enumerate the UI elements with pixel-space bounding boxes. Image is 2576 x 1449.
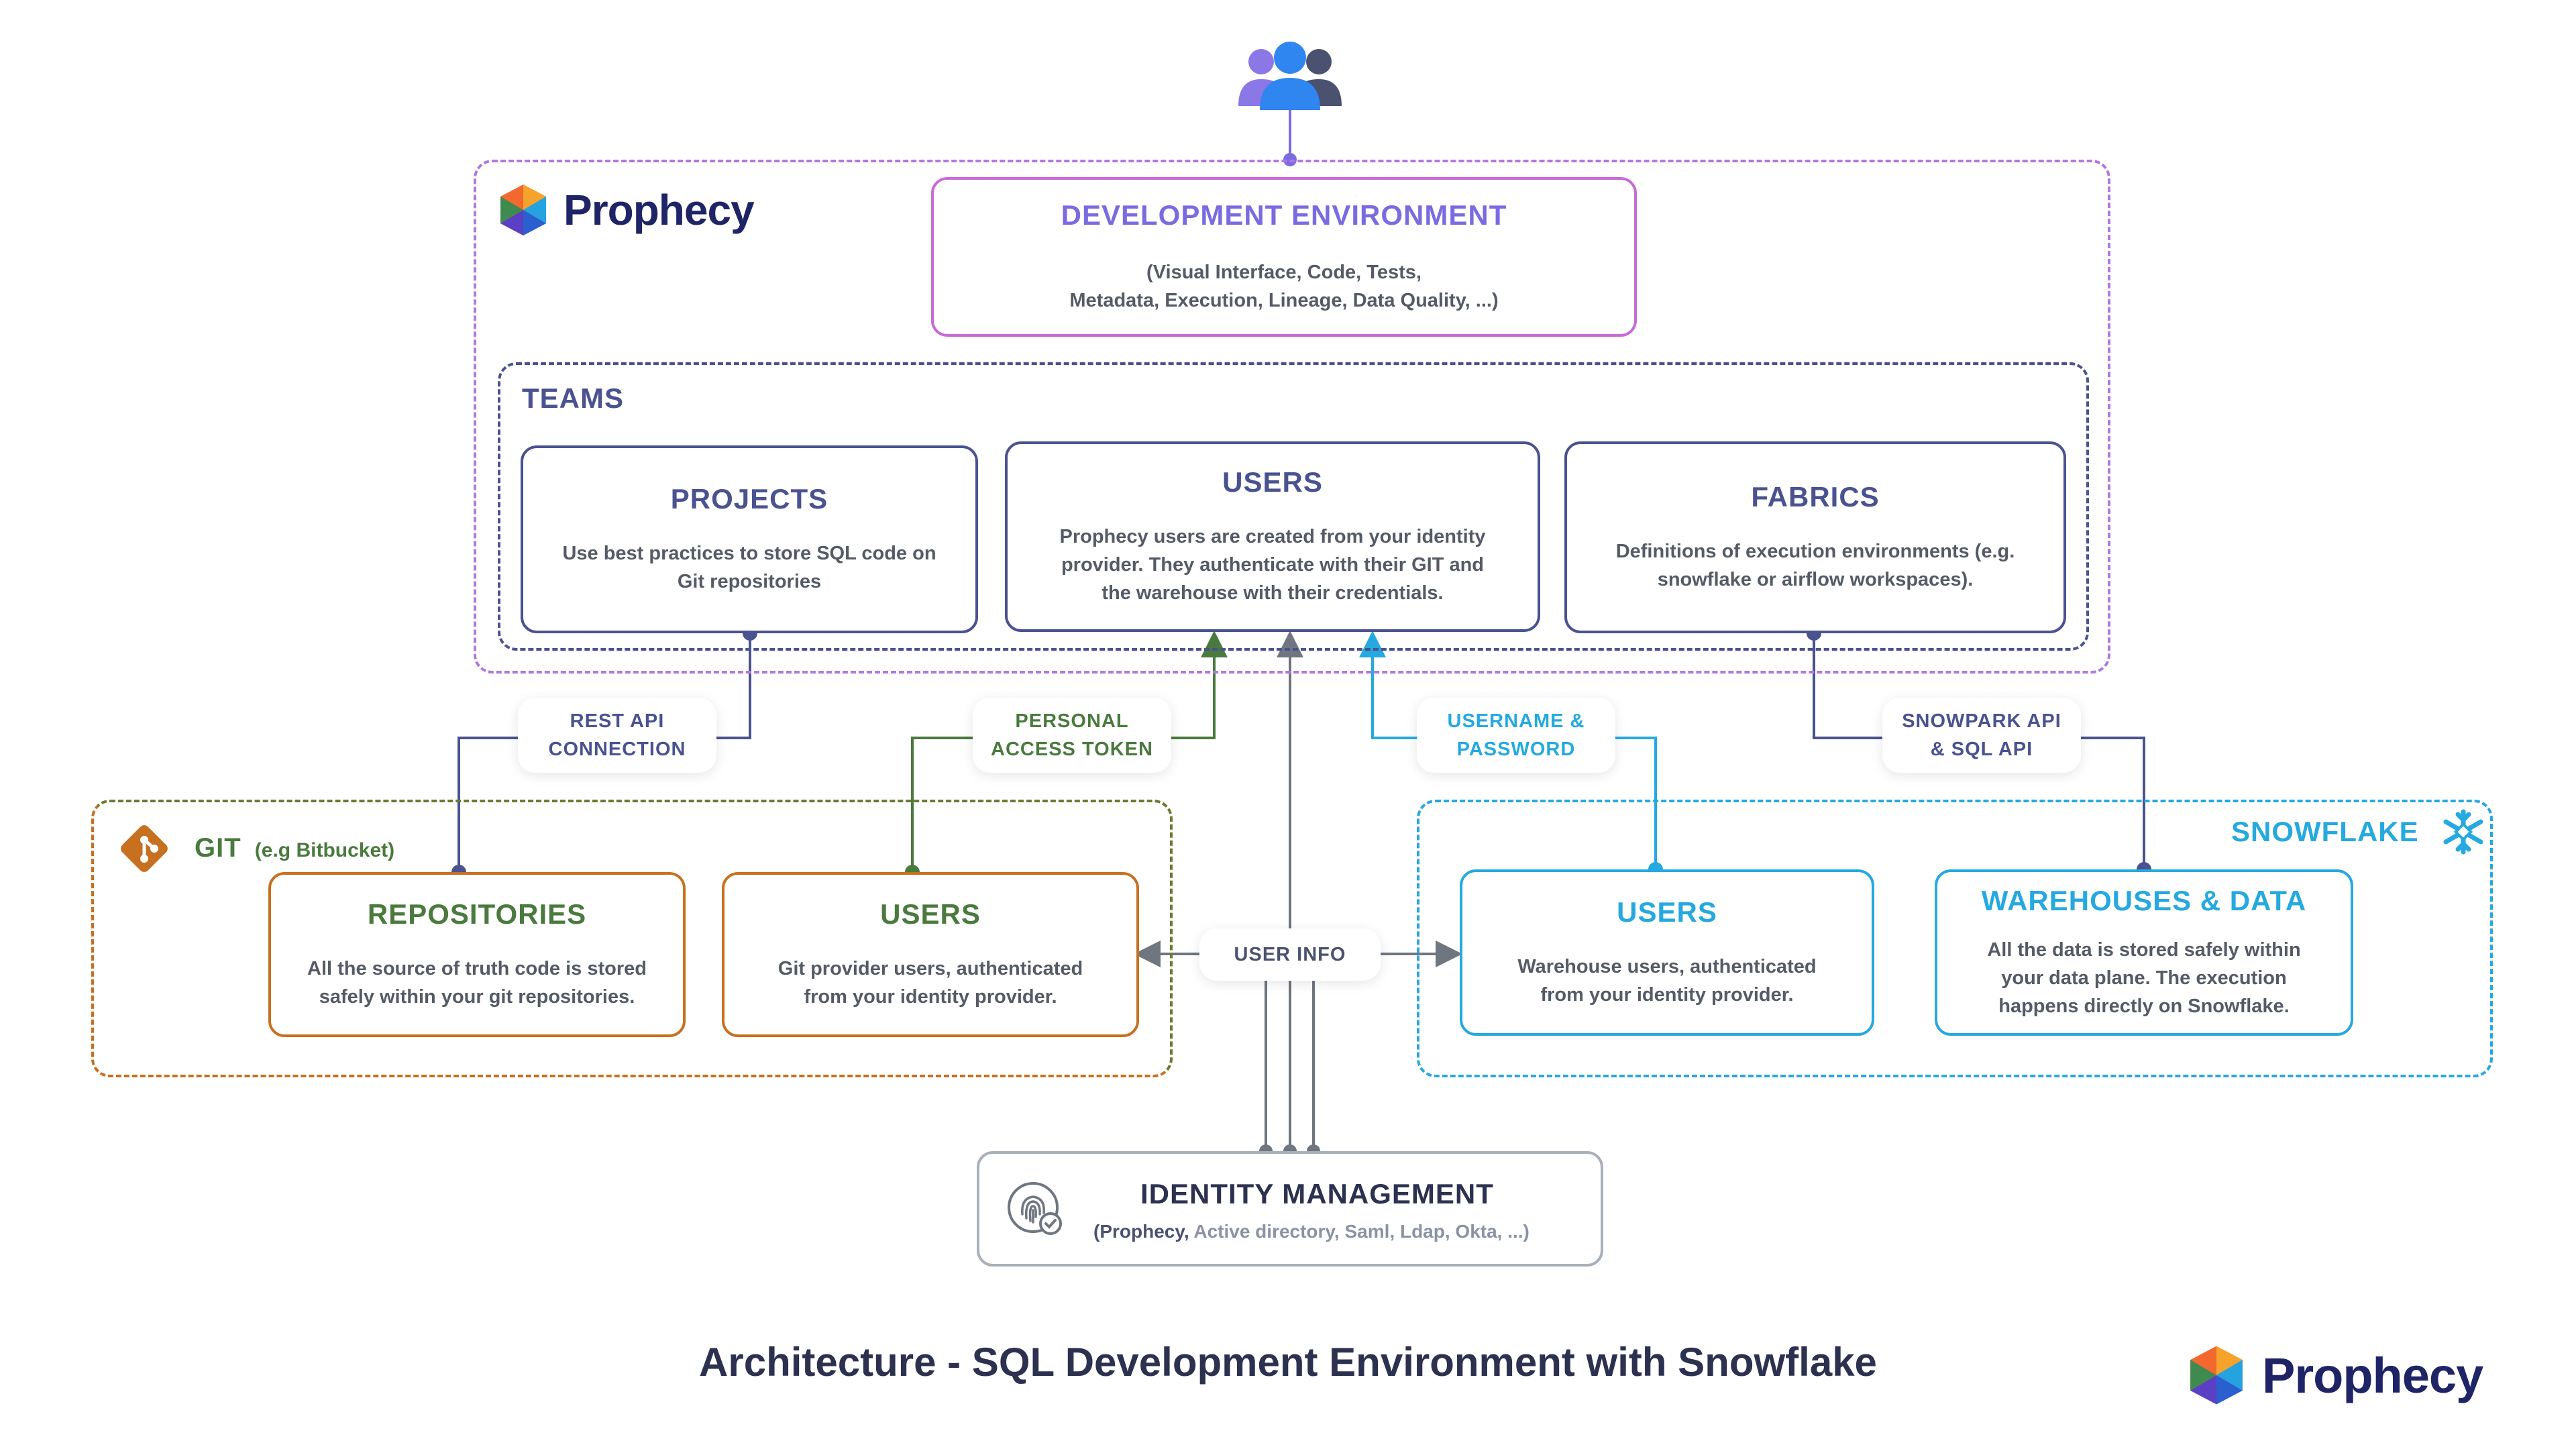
snowflake-users-card: USERS Warehouse users, authenticated fro… <box>1460 869 1874 1036</box>
projects-card: PROJECTS Use best practices to store SQL… <box>521 445 978 633</box>
repositories-card: REPOSITORIES All the source of truth cod… <box>268 872 686 1037</box>
warehouses-line3: happens directly on Snowflake. <box>1998 996 2290 1017</box>
git-users-title: USERS <box>880 898 981 930</box>
username-password-label: USERNAME & PASSWORD <box>1417 698 1615 773</box>
dev-env-line1: (Visual Interface, Code, Tests, <box>1146 262 1421 283</box>
warehouses-title: WAREHOUSES & DATA <box>1981 885 2307 916</box>
footer-title: Architecture - SQL Development Environme… <box>699 1340 1877 1385</box>
fabrics-title: FABRICS <box>1751 481 1880 513</box>
pat-line1: PERSONAL <box>1015 710 1129 732</box>
git-icon <box>115 820 173 877</box>
fingerprint-icon <box>1005 1179 1065 1240</box>
git-label: GIT (e.g Bitbucket) <box>195 833 394 863</box>
userpass-line2: PASSWORD <box>1456 739 1576 760</box>
prophecy-logo-icon <box>500 184 546 235</box>
user-info-label: USER INFO <box>1199 928 1381 981</box>
prophecy-users-line3: the warehouse with their credentials. <box>1102 582 1444 604</box>
snowflake-label: SNOWFLAKE <box>2231 816 2419 847</box>
git-users-line2: from your identity provider. <box>804 986 1057 1008</box>
fabrics-line1: Definitions of execution environments (e… <box>1615 541 2015 562</box>
dev-env-title: DEVELOPMENT ENVIRONMENT <box>1061 199 1507 231</box>
prophecy-logo-text: Prophecy <box>564 186 755 234</box>
snowpark-line1: SNOWPARK API <box>1902 710 2061 732</box>
prophecy-platform-container <box>474 160 2110 674</box>
prophecy-users-line1: Prophecy users are created from your ide… <box>1059 526 1486 547</box>
projects-line2: Git repositories <box>677 571 822 592</box>
identity-list: Active directory, Saml, Ldap, Okta, ...) <box>1189 1221 1529 1242</box>
repositories-line2: safely within your git repositories. <box>319 986 635 1008</box>
snowpark-api-label: SNOWPARK API & SQL API <box>1882 698 2081 773</box>
snowpark-line2: & SQL API <box>1930 739 2033 760</box>
personal-access-token-label: PERSONAL ACCESS TOKEN <box>973 698 1171 773</box>
snowflake-icon <box>2439 808 2487 856</box>
warehouses-line2: your data plane. The execution <box>2001 967 2287 989</box>
identity-providers: (Prophecy, Active directory, Saml, Ldap,… <box>1093 1221 1529 1242</box>
git-users-line1: Git provider users, authenticated <box>777 958 1083 979</box>
dev-env-line2: Metadata, Execution, Lineage, Data Quali… <box>1069 290 1499 311</box>
teams-label: TEAMS <box>522 382 624 414</box>
fabrics-line2: snowflake or airflow workspaces). <box>1657 569 1974 590</box>
snowflake-users-title: USERS <box>1617 896 1717 928</box>
prophecy-logo: Prophecy <box>495 180 777 240</box>
repositories-line1: All the source of truth code is stored <box>307 958 647 979</box>
prophecy-users-line2: provider. They authenticate with their G… <box>1061 554 1485 576</box>
pat-line2: ACCESS TOKEN <box>991 739 1153 760</box>
development-environment-card: DEVELOPMENT ENVIRONMENT (Visual Interfac… <box>931 177 1637 337</box>
footer-logo-text: Prophecy <box>2262 1347 2483 1403</box>
git-sublabel: (e.g Bitbucket) <box>254 839 395 861</box>
fabrics-card: FABRICS Definitions of execution environ… <box>1564 441 2066 633</box>
repositories-title: REPOSITORIES <box>367 898 587 930</box>
snowflake-users-line1: Warehouse users, authenticated <box>1517 956 1817 977</box>
identity-prefix: (Prophecy, <box>1093 1221 1189 1242</box>
git-users-card: USERS Git provider users, authenticated … <box>722 872 1139 1037</box>
rest-api-line2: CONNECTION <box>548 739 686 760</box>
git-label-text: GIT <box>195 833 241 863</box>
prophecy-users-card: USERS Prophecy users are created from yo… <box>1005 441 1540 632</box>
userpass-line1: USERNAME & <box>1447 710 1585 732</box>
identity-title: IDENTITY MANAGEMENT <box>1140 1178 1494 1210</box>
snowflake-container <box>1417 800 2493 1077</box>
footer-prophecy-logo: Prophecy <box>2184 1343 2500 1407</box>
projects-title: PROJECTS <box>670 483 828 515</box>
rest-api-line1: REST API <box>570 710 665 732</box>
users-group-icon <box>1233 39 1347 113</box>
teams-container <box>498 362 2089 651</box>
snowflake-users-line2: from your identity provider. <box>1540 984 1794 1006</box>
warehouses-line1: All the data is stored safely within <box>1987 939 2301 961</box>
prophecy-users-title: USERS <box>1222 466 1323 498</box>
prophecy-logo-icon <box>2190 1346 2243 1405</box>
warehouses-card: WAREHOUSES & DATA All the data is stored… <box>1935 869 2353 1036</box>
projects-line1: Use best practices to store SQL code on <box>562 543 936 564</box>
rest-api-connection-label: REST API CONNECTION <box>518 698 716 773</box>
git-container <box>91 800 1173 1077</box>
identity-management-card: IDENTITY MANAGEMENT (Prophecy, Active di… <box>977 1151 1603 1267</box>
